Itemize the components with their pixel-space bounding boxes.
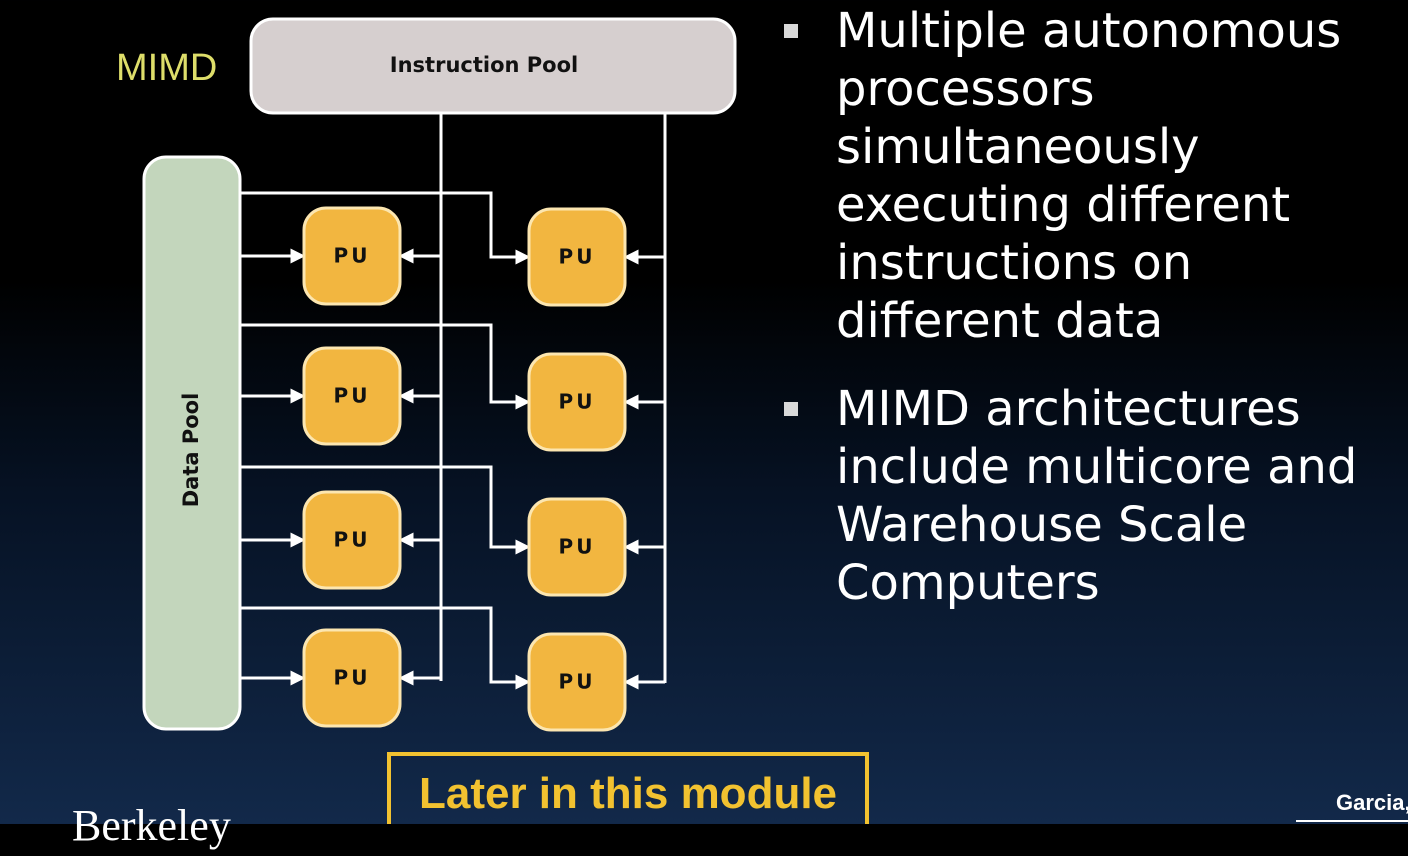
callout-box: Later in this module bbox=[387, 752, 869, 824]
author-name: Garcia, bbox=[1336, 790, 1408, 815]
pu-label: PU bbox=[334, 528, 371, 552]
processing-unit: PU bbox=[527, 352, 627, 452]
bullet-marker-icon bbox=[784, 402, 798, 416]
pu-label: PU bbox=[334, 244, 371, 268]
processing-unit: PU bbox=[302, 628, 402, 728]
pu-box bbox=[527, 352, 627, 452]
pu-box bbox=[527, 632, 627, 732]
pu-box bbox=[302, 346, 402, 446]
data-pool-box bbox=[142, 155, 242, 731]
author-divider bbox=[1296, 820, 1408, 822]
instruction-pool-label: Instruction Pool bbox=[390, 53, 578, 77]
data-arrow bbox=[240, 606, 531, 690]
pu-box bbox=[527, 497, 627, 597]
processing-unit: PU bbox=[527, 632, 627, 732]
pu-label: PU bbox=[559, 245, 596, 269]
bullet-text: MIMD architectures include multicore and… bbox=[836, 381, 1358, 611]
data-arrow bbox=[240, 323, 531, 410]
pu-label: PU bbox=[559, 390, 596, 414]
instruction-pool-box bbox=[249, 17, 737, 115]
pu-box bbox=[302, 628, 402, 728]
bullet-marker-icon bbox=[784, 24, 798, 38]
processing-units: PU PU PU PU PU PU PU PU bbox=[302, 206, 627, 732]
bullet-item: Multiple autonomous processors simultane… bbox=[780, 2, 1400, 350]
pu-label: PU bbox=[334, 384, 371, 408]
data-pool-label: Data Pool bbox=[179, 393, 203, 508]
processing-unit: PU bbox=[302, 490, 402, 590]
data-arrow bbox=[240, 465, 531, 555]
pu-box bbox=[302, 490, 402, 590]
bullet-item: MIMD architectures include multicore and… bbox=[780, 380, 1400, 612]
pu-label: PU bbox=[334, 666, 371, 690]
data-arrow bbox=[240, 191, 531, 265]
processing-unit: PU bbox=[302, 346, 402, 446]
pu-label: PU bbox=[559, 535, 596, 559]
berkeley-logo-text: Berkeley bbox=[72, 801, 231, 850]
bullet-text: Multiple autonomous processors simultane… bbox=[836, 3, 1342, 349]
processing-unit: PU bbox=[302, 206, 402, 306]
pu-label: PU bbox=[559, 670, 596, 694]
mimd-label: MIMD bbox=[116, 47, 218, 89]
processing-unit: PU bbox=[527, 207, 627, 307]
pu-box bbox=[302, 206, 402, 306]
bullet-list: Multiple autonomous processors simultane… bbox=[780, 2, 1400, 612]
processing-unit: PU bbox=[527, 497, 627, 597]
connections bbox=[240, 191, 665, 690]
pu-box bbox=[527, 207, 627, 307]
